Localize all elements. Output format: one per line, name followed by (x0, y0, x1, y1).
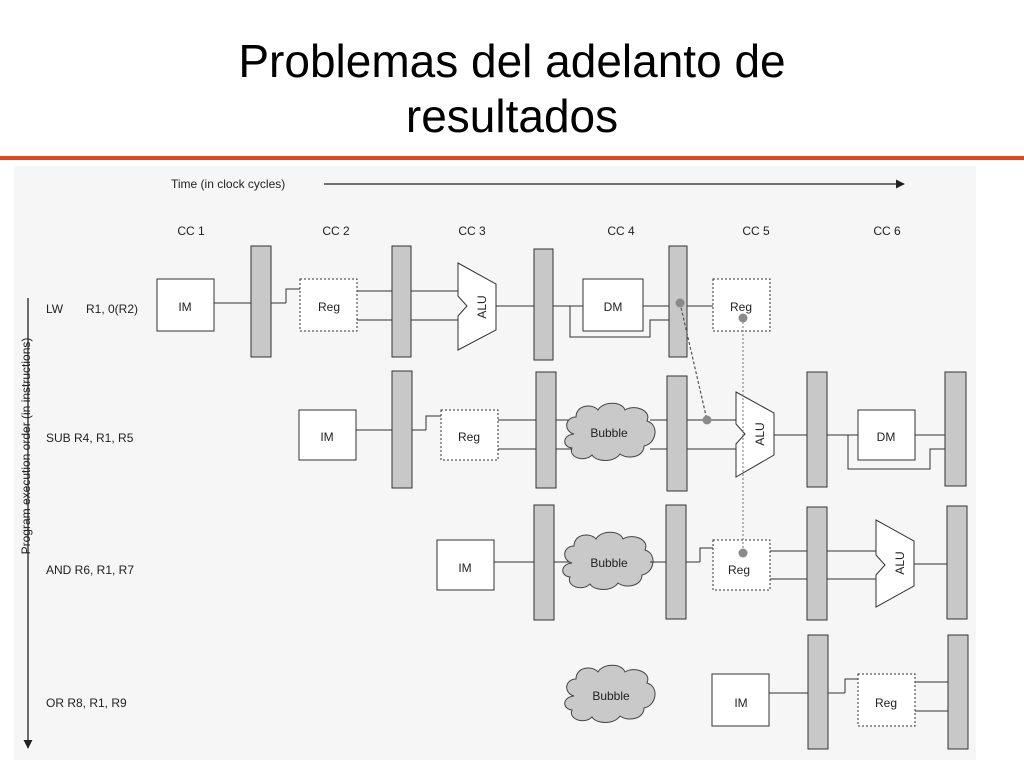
dm-box (582, 278, 644, 332)
im-label: IM (178, 300, 191, 314)
dm-box (857, 409, 916, 461)
wire (569, 306, 669, 338)
cc-label: CC 4 (607, 224, 635, 238)
im-box (298, 409, 357, 461)
alu-unit (735, 391, 775, 478)
bubble-label: Bubble (590, 426, 628, 440)
pipeline-latch (535, 371, 557, 489)
alu-label: ALU (893, 551, 907, 574)
reg-box (712, 539, 771, 591)
im-label: IM (458, 561, 471, 575)
pipeline-latch (391, 245, 412, 358)
time-axis-label: Time (in clock cycles) (171, 177, 285, 191)
forward-point (702, 415, 712, 425)
row-and: IM Bubble Reg ALU (436, 504, 968, 621)
im-box (711, 673, 770, 727)
reg-label: Reg (728, 563, 750, 577)
pipeline-latch (806, 371, 828, 488)
reg-label: Reg (318, 300, 340, 314)
title-divider (0, 156, 1024, 160)
bubble-label: Bubble (592, 689, 630, 703)
bubble-cloud (562, 531, 654, 590)
pipeline-latch (665, 504, 687, 620)
reg-label: Reg (730, 300, 752, 314)
im-box (156, 278, 215, 332)
pipeline-latch (533, 504, 555, 621)
pipeline-latch (806, 506, 828, 621)
forwarding-paths (675, 298, 748, 558)
reg-box (712, 278, 771, 332)
row-sub: IM Reg Bubble ALU DM (298, 370, 967, 492)
forward-point (675, 298, 685, 308)
wire (844, 678, 858, 693)
instruction-label-or: OR R8, R1, R9 (46, 696, 127, 710)
instruction-label-sub: SUB R4, R1, R5 (46, 431, 134, 445)
bubble-label: Bubble (590, 556, 628, 570)
pipeline-latch (666, 375, 688, 492)
reg-box (440, 409, 499, 461)
alu-unit (875, 519, 915, 608)
pipeline-latch (946, 505, 968, 620)
instruction-label-lw: LW (46, 302, 64, 316)
reg-box (857, 673, 916, 727)
pipeline-latch (533, 248, 554, 361)
cc-label: CC 2 (322, 224, 350, 238)
title-line-1: Problemas del adelanto de (238, 35, 786, 87)
pipeline-figure: Time (in clock cycles) CC 1 CC 2 CC 3 CC… (14, 166, 976, 760)
pipeline-latch (947, 634, 969, 750)
dm-label: DM (877, 430, 896, 444)
reg-label: Reg (458, 430, 480, 444)
instruction-label-and: AND R6, R1, R7 (46, 563, 134, 577)
wire (699, 547, 713, 562)
forward-path-mem-to-alu (679, 302, 708, 421)
wire (847, 435, 945, 470)
slide-title: Problemas del adelanto de resultados (0, 34, 1024, 144)
im-box (436, 539, 495, 591)
pipeline-latch (250, 245, 272, 358)
row-or: Bubble IM Reg (564, 634, 969, 750)
alu-label: ALU (475, 295, 489, 318)
wire (285, 288, 300, 303)
pipeline-latch (944, 371, 967, 487)
title-line-2: resultados (405, 90, 619, 142)
instruction-args-lw: R1, 0(R2) (86, 302, 138, 316)
cc-label: CC 6 (873, 224, 901, 238)
alu-label: ALU (753, 422, 767, 445)
dm-label: DM (604, 300, 623, 314)
alu-unit (457, 262, 497, 351)
reg-label: Reg (875, 696, 897, 710)
pipeline-latch (391, 370, 413, 489)
reg-box (299, 278, 358, 332)
bubble-cloud (564, 664, 656, 723)
cc-label: CC 5 (742, 224, 770, 238)
bubble-cloud (564, 402, 656, 461)
pipeline-latch (807, 634, 829, 750)
im-label: IM (734, 696, 747, 710)
cc-label: CC 3 (458, 224, 486, 238)
program-order-label: Program execution order (in instructions… (19, 338, 33, 555)
wire (425, 415, 441, 430)
forward-point (738, 313, 748, 323)
im-label: IM (320, 430, 333, 444)
forward-point (738, 548, 748, 558)
cc-label: CC 1 (177, 224, 205, 238)
